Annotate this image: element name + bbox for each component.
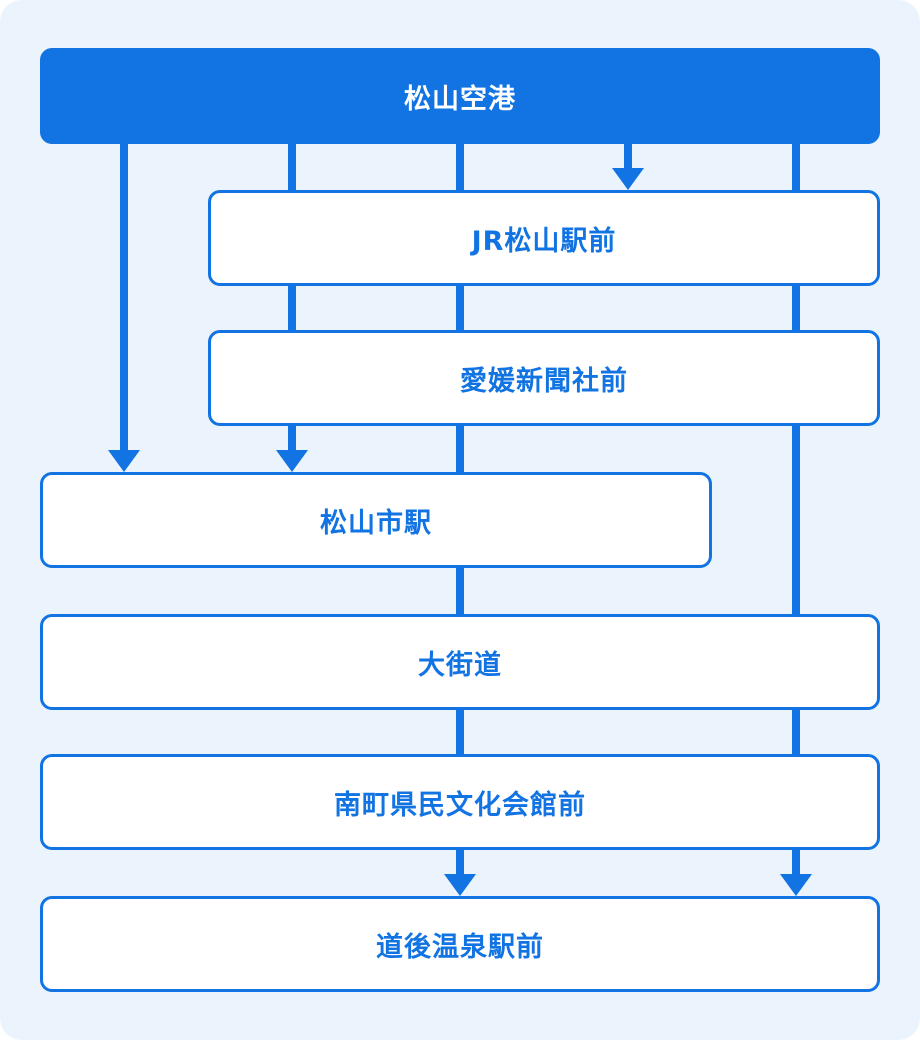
stop-dogo-onsen: 道後温泉駅前 xyxy=(40,896,880,992)
stop-airport-label: 松山空港 xyxy=(404,83,516,115)
stop-dogo-onsen-label: 道後温泉駅前 xyxy=(376,931,544,963)
arrow-head-shieki-left xyxy=(108,450,140,472)
arrow-head-dogo-center xyxy=(444,874,476,896)
arrow-head-jr xyxy=(612,168,644,190)
stop-okaido: 大街道 xyxy=(40,614,880,710)
stop-ehime-shimbun: 愛媛新聞社前 xyxy=(208,330,880,426)
stop-matsuyamashi: 松山市駅 xyxy=(40,472,712,568)
arrow-head-shieki-right xyxy=(276,450,308,472)
stop-jr-matsuyama-label: JR松山駅前 xyxy=(471,225,617,257)
stop-airport: 松山空港 xyxy=(40,48,880,144)
stop-ehime-shimbun-label: 愛媛新聞社前 xyxy=(460,365,628,397)
stop-okaido-label: 大街道 xyxy=(418,649,502,681)
stop-minamimachi: 南町県民文化会館前 xyxy=(40,754,880,850)
stop-matsuyamashi-label: 松山市駅 xyxy=(320,507,432,539)
arrow-head-dogo-right xyxy=(780,874,812,896)
stop-jr-matsuyama: JR松山駅前 xyxy=(208,190,880,286)
stop-minamimachi-label: 南町県民文化会館前 xyxy=(334,789,586,821)
